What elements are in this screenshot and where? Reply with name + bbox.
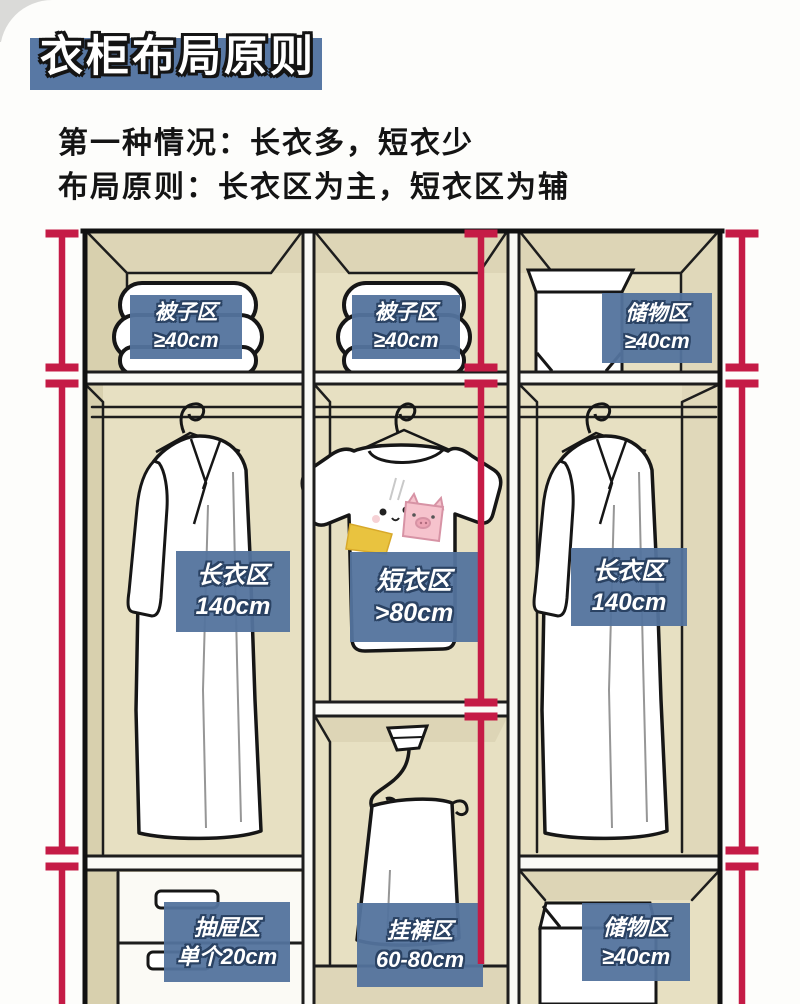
zone-name: 挂裤区: [386, 918, 453, 944]
subtitle-case: 第一种情况：长衣多，短衣少: [58, 127, 474, 160]
zone-label-quilt-middle: 被子区 ≥40cm: [352, 295, 460, 359]
cabinet-outer-frame: [80, 228, 725, 1004]
zone-size: 140cm: [591, 588, 667, 616]
zone-name: 长衣区: [197, 562, 269, 590]
zone-size: ≥40cm: [601, 943, 671, 969]
zone-name: 被子区: [374, 301, 438, 325]
zone-label-short-clothes-middle: 短衣区 >80cm: [350, 552, 478, 642]
zone-label-long-clothes-left: 长衣区 140cm: [176, 551, 290, 632]
zone-label-drawers-bottom-left: 抽屉区 单个20cm: [164, 902, 290, 982]
long-coat-left-illustration: [126, 402, 263, 841]
zone-size: 单个20cm: [176, 943, 278, 969]
zone-size: ≥40cm: [153, 328, 219, 352]
title-banner: [30, 38, 322, 90]
zone-name: 储物区: [602, 915, 669, 941]
zone-label-storage-bottom-right: 储物区 ≥40cm: [582, 903, 690, 981]
zone-name: 短衣区: [376, 566, 452, 595]
page-title: 衣柜布局原则: [40, 33, 316, 81]
zone-name: 长衣区: [593, 557, 665, 585]
zone-label-pants-bottom-middle: 挂裤区 60-80cm: [357, 903, 483, 987]
zone-name: 被子区: [154, 301, 218, 325]
zone-label-storage-top-right: 储物区 ≥40cm: [602, 293, 712, 363]
zone-size: ≥40cm: [624, 329, 690, 353]
zone-size: ≥40cm: [373, 328, 439, 352]
zone-size: 140cm: [195, 593, 271, 620]
zone-size: 60-80cm: [375, 946, 465, 972]
zone-label-quilt-left: 被子区 ≥40cm: [130, 295, 242, 359]
zone-name: 抽屉区: [193, 915, 260, 941]
cabinet-shelves: [85, 231, 720, 1004]
zone-name: 储物区: [625, 302, 689, 326]
zone-label-long-clothes-right: 长衣区 140cm: [571, 548, 687, 626]
zone-size: >80cm: [374, 598, 454, 627]
subtitle-principle: 布局原则：长衣区为主，短衣区为辅: [58, 171, 570, 204]
